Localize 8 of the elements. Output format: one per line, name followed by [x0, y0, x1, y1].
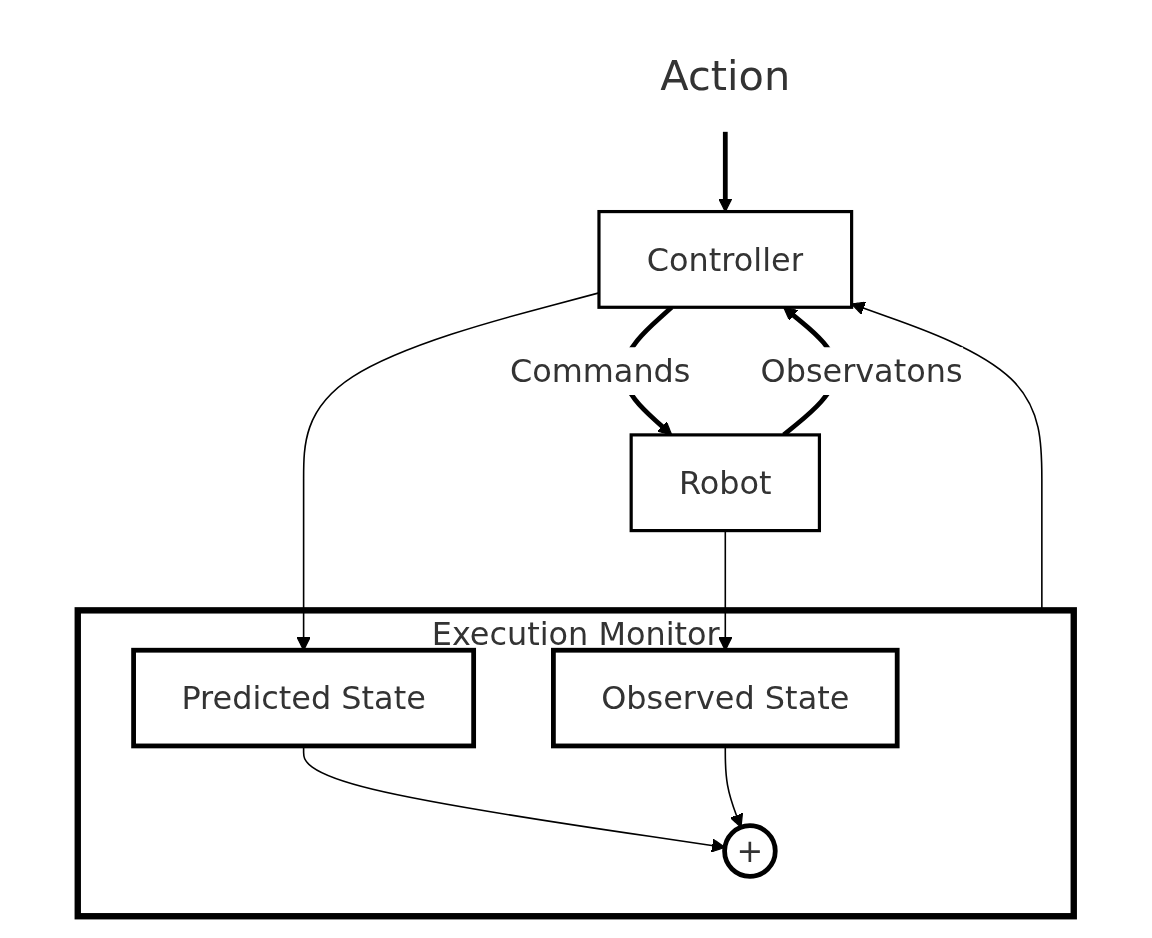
edge-label: Commands	[510, 351, 691, 391]
node-box: Robot	[629, 433, 822, 533]
node-box: Observed State	[551, 647, 900, 749]
node-box: Controller	[597, 210, 854, 309]
node-circle: +	[722, 823, 778, 879]
node-text: Action	[660, 52, 791, 100]
edge-label: Observatons	[760, 351, 963, 391]
node-box: Predicted State	[131, 647, 477, 749]
